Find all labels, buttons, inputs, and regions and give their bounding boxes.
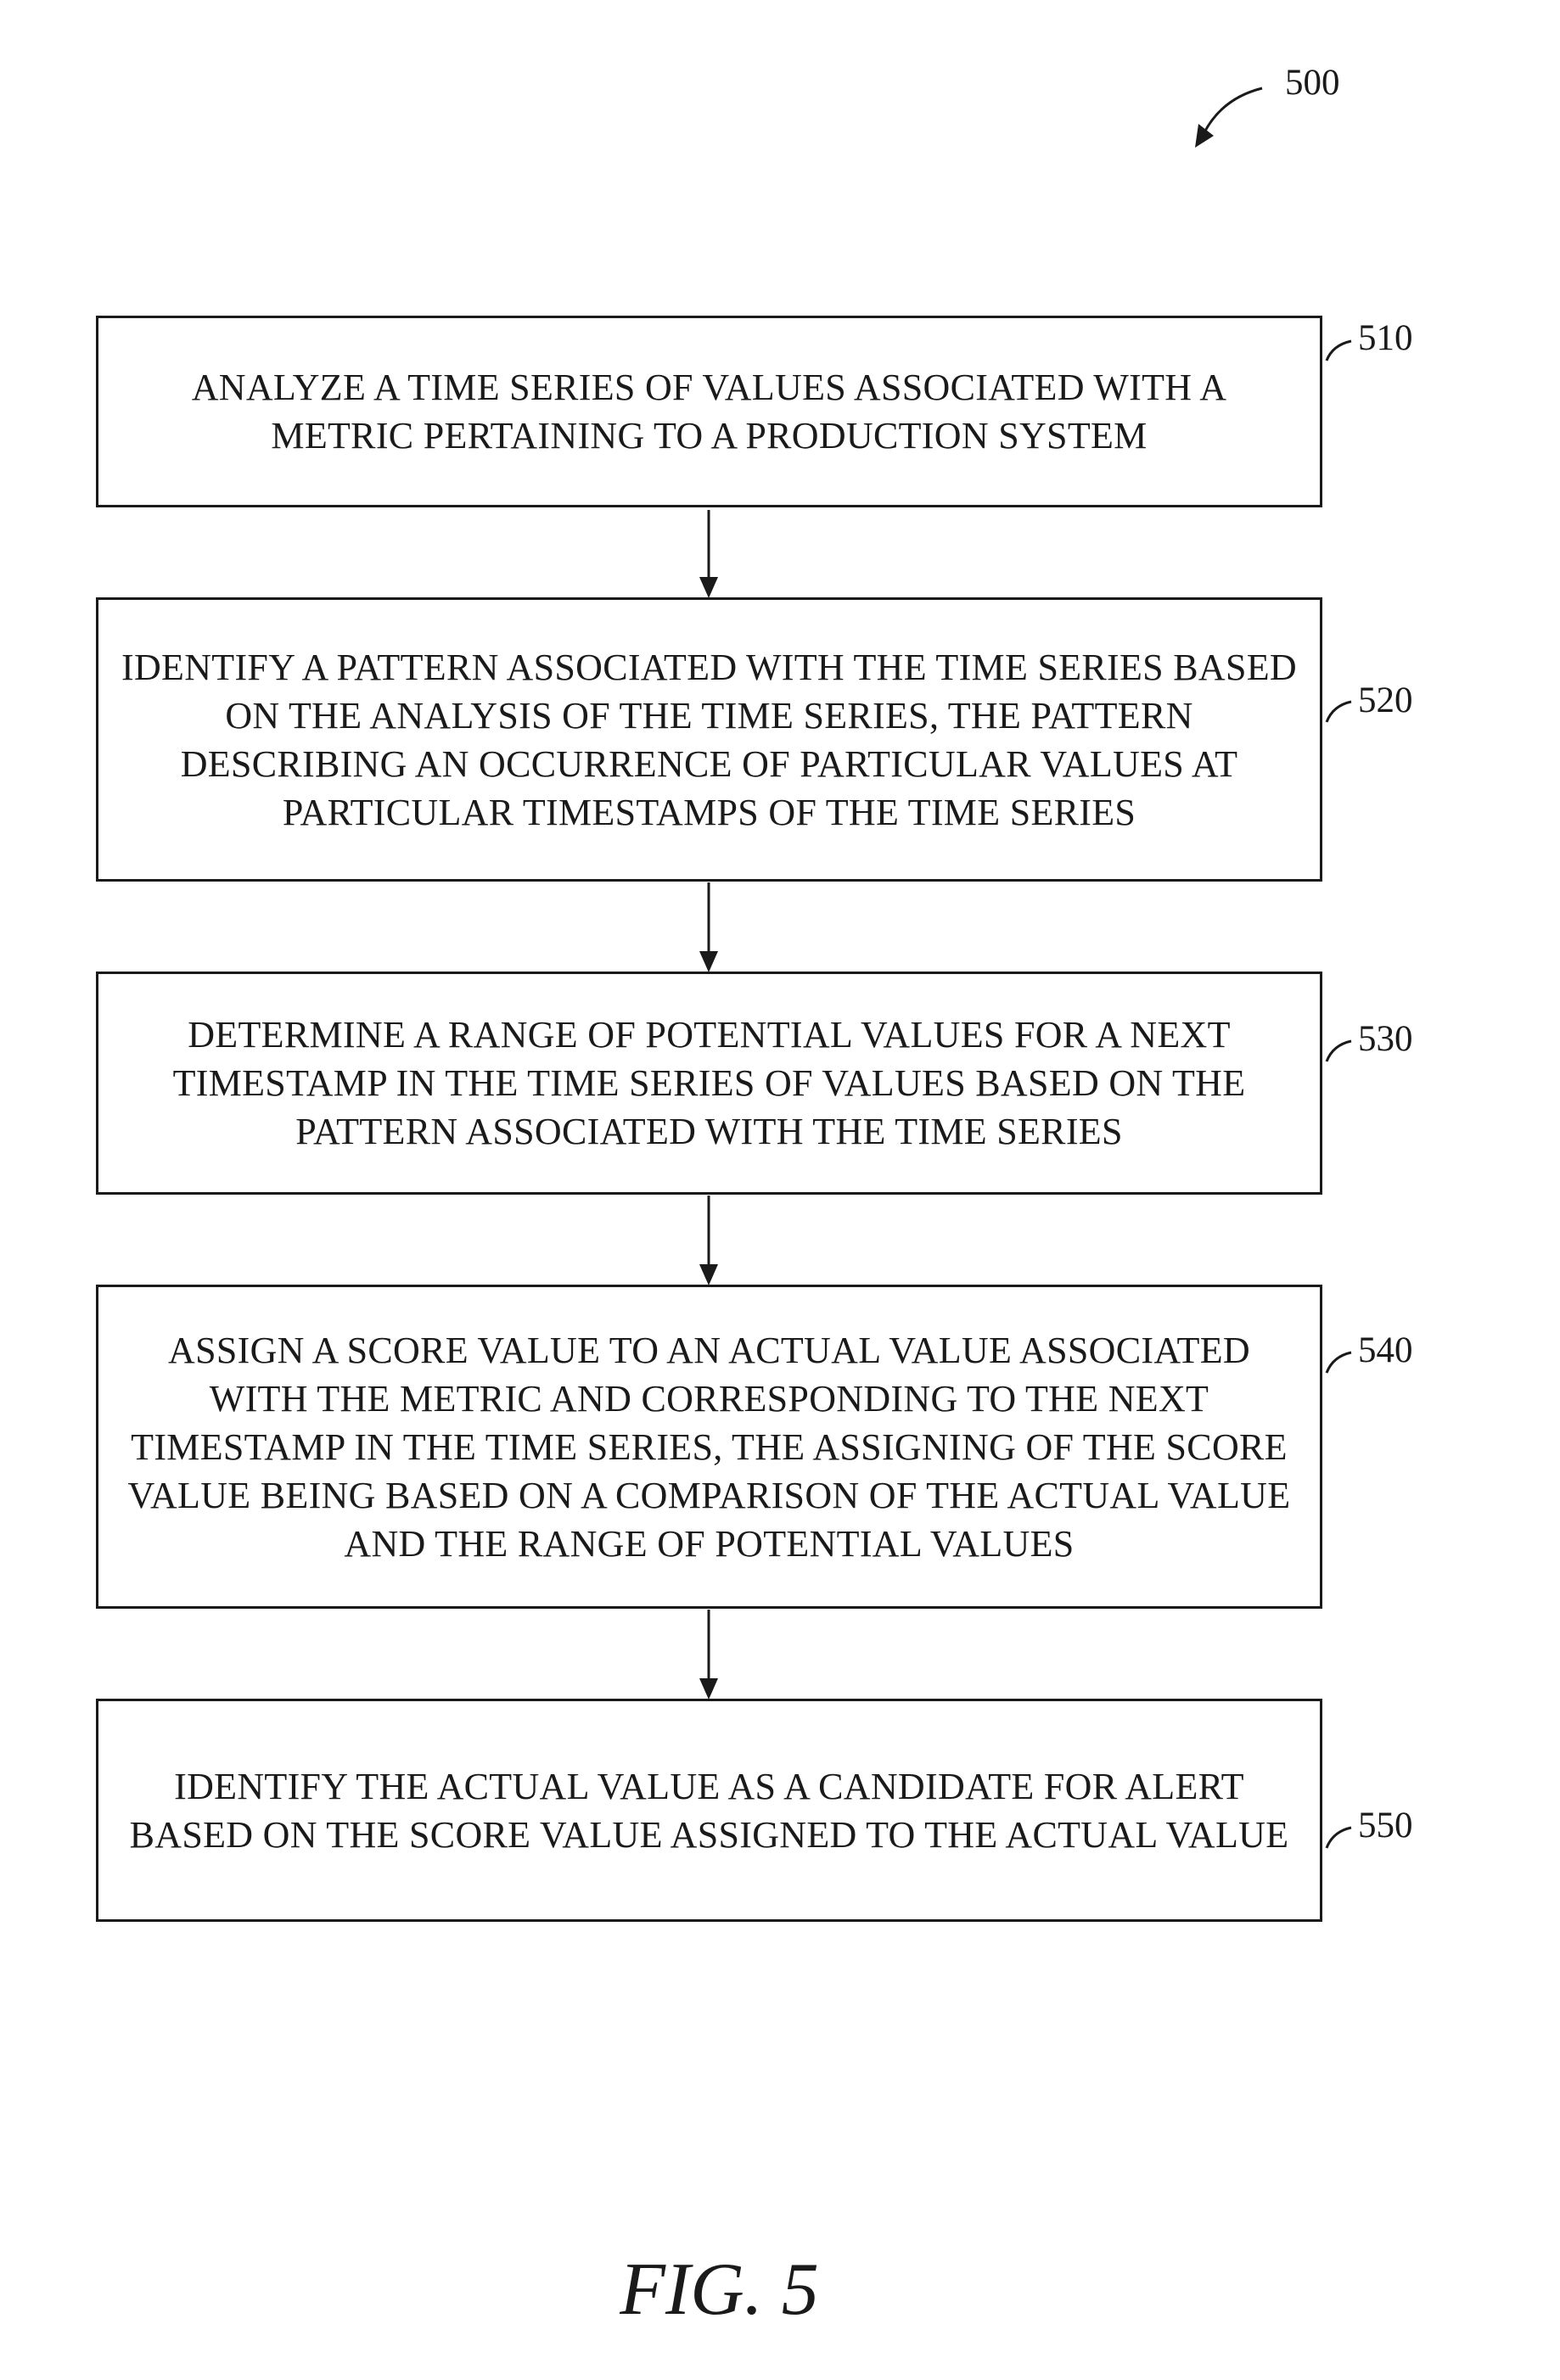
figure-ref-number: 500 [1285,64,1340,101]
leader-550 [1327,1828,1351,1848]
step-text-510: ANALYZE A TIME SERIES OF VALUES ASSOCIAT… [98,363,1320,460]
flow-arrow-530-540 [699,1196,718,1285]
flow-arrow-520-530 [699,882,718,972]
leader-540 [1327,1352,1351,1373]
leader-530 [1327,1041,1351,1061]
figure-caption: FIG. 5 [0,2253,1439,2327]
step-ref-530: 530 [1358,1021,1413,1057]
step-ref-510: 510 [1358,320,1413,356]
step-box-550: IDENTIFY THE ACTUAL VALUE AS A CANDIDATE… [96,1699,1322,1922]
step-box-510: ANALYZE A TIME SERIES OF VALUES ASSOCIAT… [96,316,1322,507]
step-box-520: IDENTIFY A PATTERN ASSOCIATED WITH THE T… [96,597,1322,882]
step-ref-520: 520 [1358,682,1413,719]
step-text-550: IDENTIFY THE ACTUAL VALUE AS A CANDIDATE… [98,1762,1320,1859]
step-box-530: DETERMINE A RANGE OF POTENTIAL VALUES FO… [96,972,1322,1195]
step-text-540: ASSIGN A SCORE VALUE TO AN ACTUAL VALUE … [98,1326,1320,1568]
step-text-520: IDENTIFY A PATTERN ASSOCIATED WITH THE T… [98,643,1320,837]
step-ref-550: 550 [1358,1807,1413,1844]
flow-arrow-510-520 [699,510,718,598]
leader-510 [1327,341,1351,361]
figure-ref-arrow [1195,88,1262,148]
step-box-540: ASSIGN A SCORE VALUE TO AN ACTUAL VALUE … [96,1285,1322,1609]
step-text-530: DETERMINE A RANGE OF POTENTIAL VALUES FO… [98,1011,1320,1156]
step-ref-540: 540 [1358,1332,1413,1369]
leader-520 [1327,702,1351,722]
flow-arrow-540-550 [699,1610,718,1700]
